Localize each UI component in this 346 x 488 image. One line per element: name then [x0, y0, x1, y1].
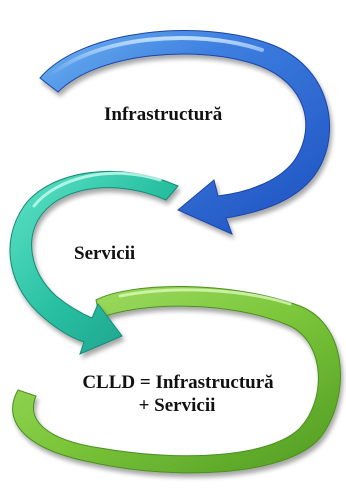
blue-loop-arrow: [39, 30, 330, 235]
step-label-servicii: Servicii: [74, 243, 136, 264]
clld-label-line2: + Servicii: [138, 395, 216, 416]
green-loop-arrow: [12, 285, 341, 474]
step-label-infrastructura: Infrastructură: [104, 104, 223, 125]
step-label-clld: CLLD = Infrastructură + Servicii: [0, 371, 346, 417]
teal-loop-arrow: [9, 170, 179, 355]
clld-label-line1: CLLD = Infrastructură: [82, 372, 274, 393]
